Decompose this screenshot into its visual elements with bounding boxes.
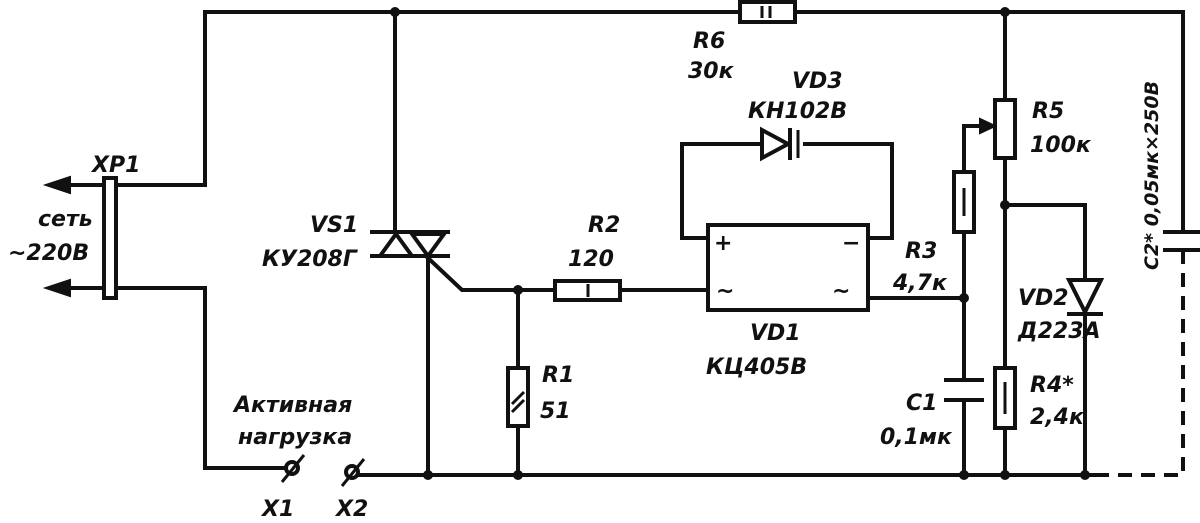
label-vd1-type: КЦ405В <box>706 355 807 380</box>
bridge-vd1 <box>706 223 870 312</box>
label-r5: R5 <box>1032 99 1064 124</box>
dinistor-vd3 <box>760 126 800 162</box>
resistor-r4 <box>993 366 1017 430</box>
label-vd3: VD3 <box>792 69 843 94</box>
capacitor-c1 <box>944 378 984 402</box>
resistor-r3 <box>952 170 976 234</box>
label-r5-value: 100к <box>1030 133 1092 158</box>
label-vd2-type: Д223А <box>1017 319 1101 344</box>
labels: XP1 сеть ~220В VS1 КУ208Г R6 30к VD3 КН1… <box>8 29 1163 522</box>
label-r4-value: 2,4к <box>1030 405 1085 430</box>
label-bridge-ac-left: ~ <box>716 279 734 304</box>
label-r2: R2 <box>588 213 620 238</box>
label-c2: С2* 0,05мк×250В <box>1141 81 1163 270</box>
label-r6-value: 30к <box>688 59 735 84</box>
label-voltage: ~220В <box>8 241 89 266</box>
capacitor-c2 <box>1163 230 1200 252</box>
label-mains: сеть <box>38 207 93 232</box>
junction-dots <box>390 7 1090 480</box>
load-terminals <box>280 454 366 487</box>
resistor-r6 <box>738 0 797 24</box>
label-r4: R4* <box>1030 373 1074 398</box>
label-x1: X1 <box>260 497 294 522</box>
label-c1: С1 <box>906 391 937 416</box>
label-c1-value: 0,1мк <box>880 425 953 450</box>
triac-vs1 <box>370 230 450 260</box>
label-bridge-plus: + <box>714 231 732 256</box>
label-x2: X2 <box>334 497 368 522</box>
label-bridge-ac-right: ~ <box>832 279 850 304</box>
label-xp1: XP1 <box>90 153 140 178</box>
diode-vd2 <box>1065 278 1105 317</box>
label-bridge-minus: − <box>842 231 860 256</box>
wires <box>60 10 1185 477</box>
label-r6: R6 <box>693 29 725 54</box>
label-vd2: VD2 <box>1018 286 1069 311</box>
label-load-line2: нагрузка <box>238 425 352 450</box>
label-r3-value: 4,7к <box>892 271 948 296</box>
label-vs1-type: КУ208Г <box>262 247 358 272</box>
xp1-connector <box>42 175 118 300</box>
label-r3: R3 <box>905 239 937 264</box>
label-vd3-type: КН102В <box>748 99 847 124</box>
label-r1-value: 51 <box>540 399 571 424</box>
label-r1: R1 <box>542 363 574 388</box>
resistor-r2 <box>553 279 622 302</box>
label-vd1: VD1 <box>750 321 801 346</box>
label-load-line1: Активная <box>232 393 352 418</box>
resistor-r1 <box>506 366 530 428</box>
resistor-r5 <box>979 98 1017 160</box>
label-vs1: VS1 <box>310 213 358 238</box>
label-r2-value: 120 <box>568 247 614 272</box>
